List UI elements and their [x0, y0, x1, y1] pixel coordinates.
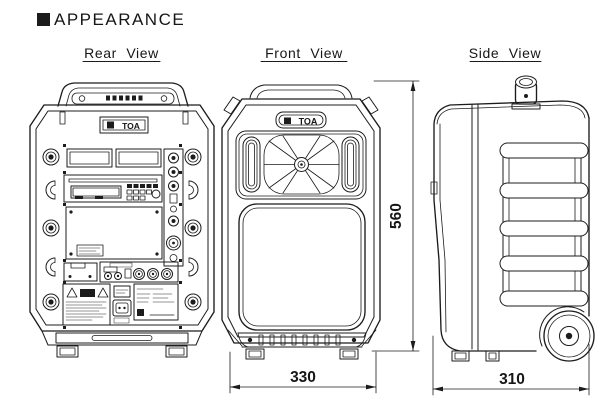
toa-logo-text-rear: TOA — [122, 121, 140, 131]
front-left-grille — [242, 136, 261, 193]
side-rail — [499, 142, 589, 159]
fuse-holder — [113, 285, 131, 298]
rear-body-outline — [29, 104, 215, 332]
warning-triangle-icon — [97, 287, 109, 298]
rear-feet — [56, 345, 188, 358]
side-rail — [499, 220, 589, 237]
front-view-label: Front View — [265, 45, 343, 61]
toa-logo-text-front: TOA — [299, 117, 318, 127]
rear-module-slots — [66, 148, 162, 168]
front-bumper — [237, 332, 367, 348]
rear-right-rail — [184, 148, 202, 311]
rear-cd-player — [63, 174, 163, 203]
speaker-out-connector — [133, 268, 145, 280]
section-title: APPEARANCE — [37, 10, 185, 29]
depth-dimension: 310 — [432, 335, 590, 396]
section-marker-icon — [37, 13, 50, 26]
rear-knob-column — [163, 148, 184, 267]
rear-warning-label — [62, 283, 111, 326]
rear-toggle-switch — [169, 193, 178, 204]
side-view-drawing — [430, 75, 595, 362]
width-dimension-value: 330 — [290, 369, 316, 386]
rear-view-drawing: TOA — [29, 82, 215, 358]
dim-arrow-right-icon — [579, 386, 589, 392]
side-rail — [499, 182, 589, 199]
front-toa-logo: TOA — [275, 111, 327, 129]
front-woofer-grille — [238, 203, 366, 331]
cd-knob — [151, 189, 161, 199]
side-view-label: Side View — [469, 45, 542, 61]
dim-arrow-right-icon — [366, 384, 376, 390]
toa-logo-mark-rear — [107, 121, 114, 129]
side-feet — [451, 350, 500, 362]
rear-amp-panel — [65, 206, 163, 260]
rear-serial-label — [76, 244, 104, 257]
side-wheel — [539, 306, 595, 362]
dim-arrow-left-icon — [230, 384, 240, 390]
cd-display — [72, 187, 120, 197]
side-mic-holder — [511, 75, 541, 110]
warning-triangle-icon — [66, 287, 78, 298]
front-body-outline — [221, 98, 381, 347]
rear-connector-row — [99, 261, 179, 283]
height-dimension-value: 560 — [388, 203, 405, 229]
side-rail — [499, 255, 589, 272]
front-right-grille — [341, 136, 360, 193]
rear-view-label: Rear View — [84, 45, 159, 61]
rear-power-inlet — [112, 285, 132, 324]
front-view-drawing: TOA — [221, 84, 381, 360]
section-title-text: APPEARANCE — [54, 10, 185, 29]
side-rail-frame — [499, 142, 589, 307]
rear-spec-label — [133, 283, 179, 321]
toa-logo-mark-front — [284, 117, 291, 124]
horn-tweeter — [263, 134, 340, 195]
rear-panel-screws — [63, 144, 182, 329]
dim-arrow-left-icon — [433, 386, 443, 392]
front-horn-section — [235, 130, 367, 200]
height-dimension: 560 — [371, 80, 420, 352]
rear-xlr-input — [166, 235, 181, 251]
depth-dimension-value: 310 — [499, 371, 525, 388]
ac-socket — [112, 299, 132, 317]
dim-arrow-down-icon — [410, 341, 416, 351]
rear-left-rail — [42, 148, 60, 311]
rear-bumper — [41, 330, 203, 346]
rear-carry-handle — [57, 82, 189, 107]
rear-battery-door — [63, 262, 98, 282]
dim-arrow-up-icon — [410, 81, 416, 91]
side-rail — [499, 290, 589, 307]
side-body-outline — [430, 100, 590, 352]
front-feet — [245, 348, 359, 360]
speaker-out-connector — [147, 268, 159, 280]
speaker-out-connector — [161, 268, 173, 280]
width-dimension: 330 — [229, 351, 377, 394]
rear-toa-logo: TOA — [99, 116, 149, 134]
